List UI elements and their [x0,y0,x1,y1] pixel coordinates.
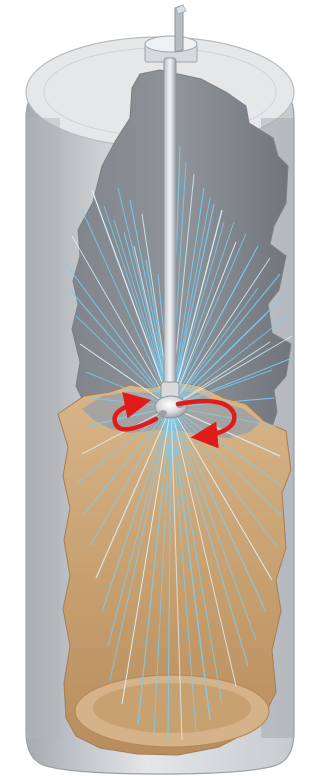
rotating-spray-nozzle [155,396,187,418]
nozzle-port-left [159,410,167,416]
silo-floor-inner [93,683,251,733]
cleaning-lance [164,58,176,396]
top-flange-cap [145,36,197,52]
top-inlet-flap [176,5,186,14]
silo-left-shadow [26,118,60,738]
